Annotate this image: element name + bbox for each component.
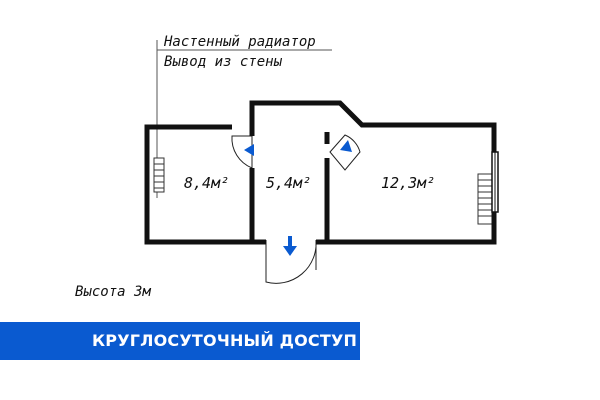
radiator-annotation: Настенный радиатор: [163, 34, 316, 50]
door-arrow-entrance-icon: [283, 236, 297, 256]
window-right: [491, 151, 499, 213]
door-arrow-left-icon: [244, 144, 254, 156]
walls: [144, 100, 497, 245]
radiator-right-icon: [477, 173, 493, 225]
room-left-area: 8,4м²: [184, 174, 229, 192]
ceiling-height-note: Высота 3м: [75, 284, 151, 300]
door-arrow-right-icon: [340, 140, 352, 152]
floor-plan: Настенный радиатор Вывод из стены: [144, 34, 499, 284]
door-swings: [231, 134, 361, 284]
wall-outlet-annotation: Вывод из стены: [164, 54, 283, 70]
radiator-left-icon: [153, 157, 165, 193]
room-right-area: 12,3м²: [381, 174, 435, 192]
room-hall-area: 5,4м²: [266, 174, 311, 192]
access-banner-text: КРУГЛОСУТОЧНЫЙ ДОСТУП: [92, 331, 358, 350]
access-banner: КРУГЛОСУТОЧНЫЙ ДОСТУП: [0, 322, 360, 360]
